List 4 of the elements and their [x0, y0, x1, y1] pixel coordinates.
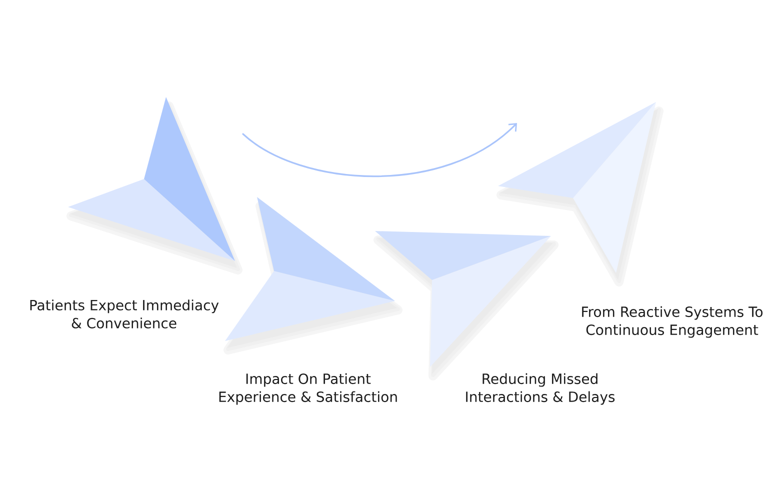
caption-text: From Reactive Systems To Continuous Engagement — [582, 306, 763, 338]
caption-text: Patients Expect Immediacy & Convenience — [30, 300, 219, 328]
caption-text: Reducing Missed Interactions & Delays — [466, 373, 615, 405]
caption-text: Impact On Patient Experience & Satisfaction — [219, 373, 397, 405]
